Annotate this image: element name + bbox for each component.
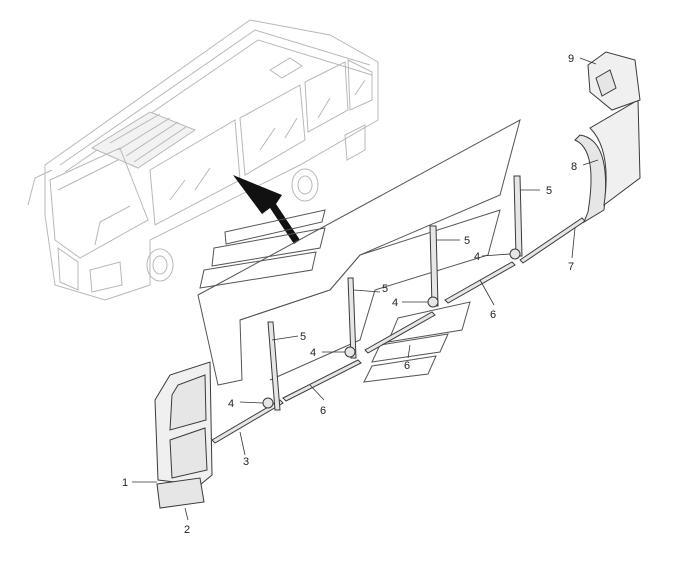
part-2-lower-trim <box>156 477 205 509</box>
part-4-clip <box>427 296 439 308</box>
callout-1: 1 <box>122 477 128 489</box>
part-4-clip <box>344 346 356 358</box>
part-3-trim-strip <box>211 399 284 444</box>
callout-9: 9 <box>568 53 574 65</box>
direction-arrow-icon <box>233 175 300 244</box>
part-1-front-panel <box>154 361 213 486</box>
callout-labels: 1 2 3 4 4 4 4 5 5 5 5 6 6 6 7 8 9 <box>122 53 577 536</box>
leader-lines <box>132 57 599 521</box>
part-6-trim-strip <box>282 359 362 402</box>
callout-5: 5 <box>300 331 306 343</box>
callout-8: 8 <box>571 161 577 173</box>
part-4-clip <box>262 397 274 409</box>
part-5-post <box>347 277 357 359</box>
callout-6: 6 <box>404 360 410 372</box>
part-5-post <box>267 321 281 411</box>
callout-5: 5 <box>546 185 552 197</box>
part-7-trim-strip <box>519 217 586 264</box>
side-panel-outline <box>197 119 521 386</box>
bus-reference-drawing <box>27 19 379 301</box>
callout-4: 4 <box>392 297 398 309</box>
part-6-trim-strip <box>444 261 516 304</box>
callout-2: 2 <box>184 524 190 536</box>
callout-5: 5 <box>382 283 388 295</box>
callout-4: 4 <box>228 398 234 410</box>
callout-5: 5 <box>464 235 470 247</box>
part-5-post <box>429 225 439 307</box>
callout-7: 7 <box>568 261 574 273</box>
part-8-wheel-arch-trim <box>574 134 607 224</box>
callout-4: 4 <box>474 251 480 263</box>
part-8-panel <box>589 99 641 207</box>
callout-3: 3 <box>243 456 249 468</box>
part-5-post <box>513 175 523 257</box>
part-4-clip <box>509 248 521 260</box>
callout-4: 4 <box>310 347 316 359</box>
part-9-inner <box>595 69 617 97</box>
callout-6: 6 <box>490 309 496 321</box>
callout-6: 6 <box>320 405 326 417</box>
part-6-trim-strip <box>364 311 436 354</box>
